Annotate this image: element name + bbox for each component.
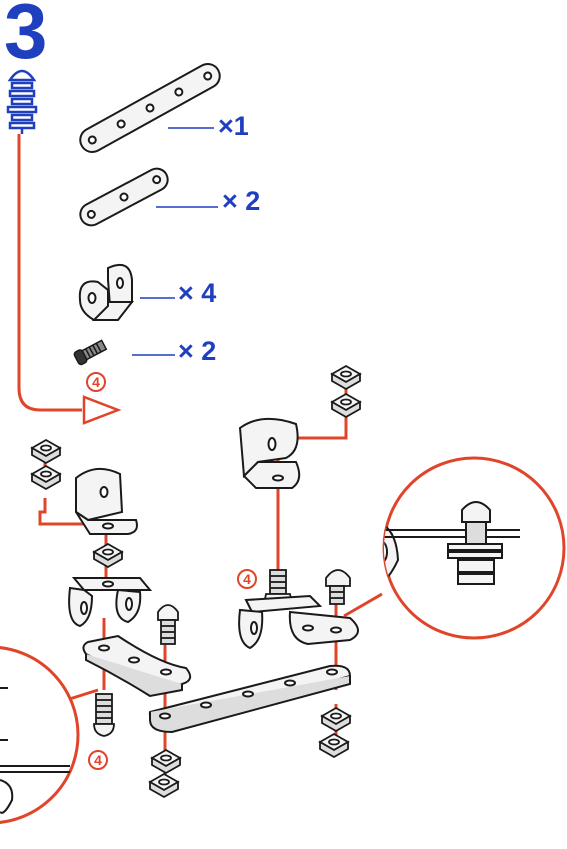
square-nut <box>330 364 362 391</box>
detail-magnifier-right <box>382 456 566 640</box>
part-quantity-five-hole-strip: ×1 <box>218 111 249 141</box>
five-hole-strip <box>148 664 352 734</box>
bolt <box>157 604 179 645</box>
detail-magnifier-left <box>0 646 80 824</box>
angle-bracket <box>238 417 301 489</box>
bolt <box>93 693 115 737</box>
angle-bracket-part <box>78 264 135 322</box>
detail-callout-line <box>343 592 383 618</box>
five-hole-strip-part <box>79 63 221 153</box>
torque-mark: 4 <box>88 750 108 770</box>
angle-bracket <box>238 594 359 650</box>
square-nut <box>320 706 352 733</box>
angle-bracket <box>68 577 153 628</box>
assembly-arrow-line <box>17 134 82 412</box>
torque-mark: 4 <box>237 569 257 589</box>
step-number: 3 <box>4 0 48 75</box>
part-quantity-three-hole-strip: × 2 <box>222 186 261 216</box>
bolt <box>325 569 351 605</box>
bolt-part <box>73 339 108 366</box>
square-nut <box>330 392 362 419</box>
square-nut <box>30 464 62 491</box>
three-hole-strip <box>82 634 192 698</box>
square-nut <box>148 772 180 799</box>
square-nut <box>92 542 124 569</box>
part-quantity-angle-bracket: × 4 <box>178 278 217 308</box>
screwdriver-icon <box>6 69 38 134</box>
square-nut <box>30 438 62 465</box>
angle-bracket <box>75 467 138 535</box>
part-quantity-bolt: × 2 <box>178 336 217 366</box>
assembly-arrow-icon <box>82 395 122 425</box>
square-nut <box>150 748 182 775</box>
torque-mark: 4 <box>86 372 106 392</box>
square-nut <box>318 732 350 759</box>
three-hole-strip-part <box>79 167 169 227</box>
